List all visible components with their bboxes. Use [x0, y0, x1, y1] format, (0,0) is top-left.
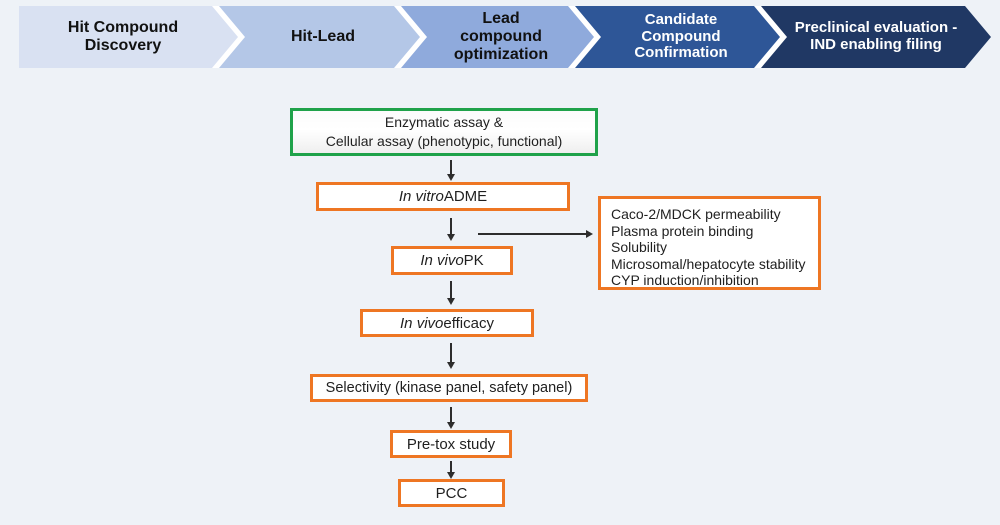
adme-detail-item: Plasma protein binding	[611, 222, 754, 239]
adme-detail-list: Caco-2/MDCK permeability Plasma protein …	[611, 206, 806, 289]
efficacy-box-text: efficacy	[443, 314, 494, 332]
stage-label: Candidate Compound Confirmation	[634, 10, 728, 62]
stage-candidate-compound-confirmation: Candidate Compound Confirmation	[575, 6, 787, 68]
adme-box-italic-text: In vitro	[398, 188, 444, 205]
pretox-study-box: Pre-tox study	[390, 430, 512, 458]
adme-detail-item: Microsomal/hepatocyte stability	[611, 255, 806, 272]
in-vivo-efficacy-box: In vivo efficacy	[360, 309, 534, 337]
stage-shape: Hit-Lead	[219, 6, 427, 68]
pk-box-italic-text: In vivo	[420, 252, 464, 269]
stage-preclinical-evaluation: Preclinical evaluation - IND enabling fi…	[761, 6, 991, 68]
assay-box-line1: Enzymatic assay &	[384, 114, 504, 130]
in-vitro-adme-box: In vitro ADME	[316, 182, 570, 211]
pcc-box-text: PCC	[435, 484, 468, 502]
adme-detail-item: Caco-2/MDCK permeability	[611, 206, 781, 222]
efficacy-box-italic-text: In vivo	[400, 314, 444, 332]
adme-detail-item: CYP induction/inhibition	[611, 272, 759, 288]
stage-hit-lead: Hit-Lead	[219, 6, 427, 68]
stage-label: Hit-Lead	[291, 28, 355, 46]
stage-shape: Candidate Compound Confirmation	[575, 6, 787, 68]
pretox-box-text: Pre-tox study	[406, 435, 496, 453]
flow-arrow-down-6	[450, 461, 452, 472]
adme-box-text: ADME	[443, 188, 488, 205]
pk-box-text: PK	[463, 252, 484, 269]
flow-arrow-down-4	[450, 343, 452, 362]
pcc-box: PCC	[398, 479, 505, 507]
stage-label: Hit Compound Discovery	[67, 19, 179, 54]
selectivity-box-text: Selectivity (kinase panel, safety panel)	[325, 380, 573, 396]
selectivity-box: Selectivity (kinase panel, safety panel)	[310, 374, 588, 402]
adme-detail-box: Caco-2/MDCK permeability Plasma protein …	[598, 196, 821, 290]
pipeline-stage-bar: Hit Compound Discovery Hit-Lead Lead com…	[19, 6, 991, 68]
stage-label: Preclinical evaluation - IND enabling fi…	[794, 19, 958, 53]
flow-arrow-right	[478, 233, 586, 235]
stage-shape: Preclinical evaluation - IND enabling fi…	[761, 6, 991, 68]
stage-shape: Hit Compound Discovery	[19, 6, 245, 68]
enzymatic-cellular-assay-box: Enzymatic assay & Cellular assay (phenot…	[290, 108, 598, 156]
flow-arrow-down-5	[450, 407, 452, 422]
adme-detail-item: Solubility	[611, 239, 668, 255]
stage-shape: Lead compound optimization	[401, 6, 601, 68]
stage-label: Lead compound optimization	[453, 10, 549, 63]
assay-box-line2: Cellular assay (phenotypic, functional)	[325, 133, 563, 149]
flow-arrow-down-3	[450, 281, 452, 298]
stage-hit-compound-discovery: Hit Compound Discovery	[19, 6, 245, 68]
in-vivo-pk-box: In vivo PK	[391, 246, 513, 275]
flow-arrow-down-2	[450, 218, 452, 234]
stage-lead-compound-optimization: Lead compound optimization	[401, 6, 601, 68]
flow-arrow-down-1	[450, 160, 452, 174]
